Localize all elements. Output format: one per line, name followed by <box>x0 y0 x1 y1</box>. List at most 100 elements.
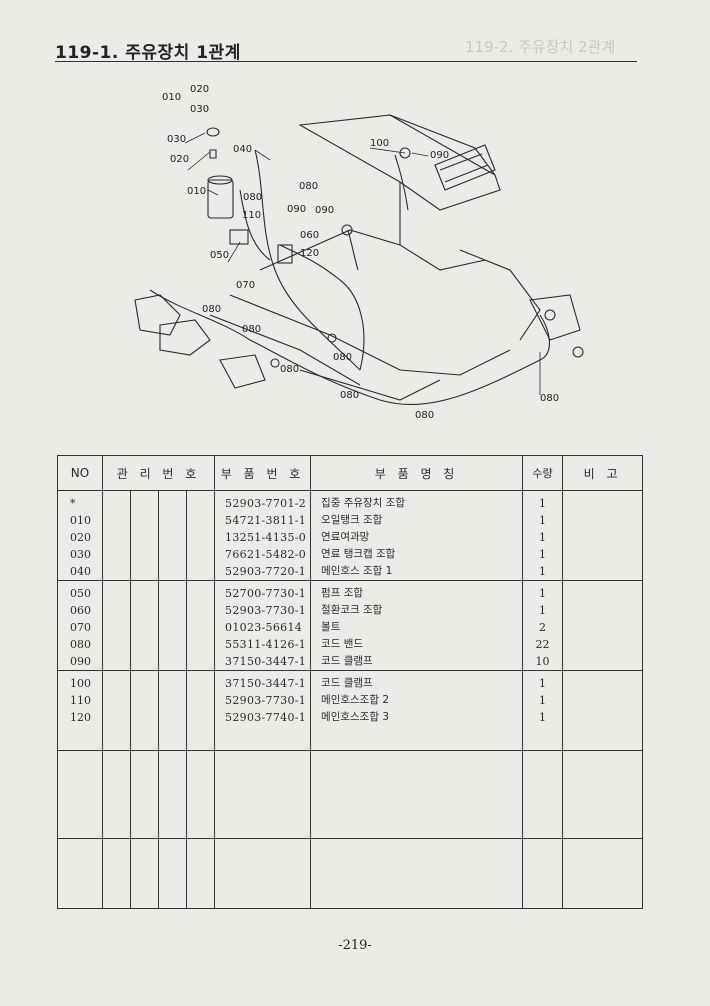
cell-mgmt <box>130 490 159 581</box>
callout-label: 090 <box>287 204 306 215</box>
table-cell: 1 <box>539 604 547 617</box>
cell-mgmt <box>185 750 216 839</box>
frame-part <box>459 249 541 341</box>
table-cell: 54721-3811-1 <box>225 514 307 527</box>
table-cell: 020 <box>70 531 91 544</box>
table-header-row: NO 관 리 번 호 부 품 번 호 부 품 명 칭 수량 비 고 <box>57 455 644 491</box>
page-title: 119-1. 주유장치 1관계 <box>55 43 241 63</box>
cell-part-name <box>310 838 524 909</box>
table-cell: 37150-3447-1 <box>225 655 307 668</box>
callout-label: 080 <box>540 393 559 404</box>
panel-part <box>434 144 496 191</box>
cell-mgmt <box>102 670 131 751</box>
clamp-shape <box>572 346 584 358</box>
table-cell: 1 <box>539 694 547 707</box>
table-cell: 1 <box>539 587 547 600</box>
callout-label: 040 <box>233 144 252 155</box>
callout-label: 080 <box>242 324 261 335</box>
tank-cap-shape <box>206 127 220 137</box>
row-group <box>57 838 644 909</box>
callout-label: 080 <box>333 352 352 363</box>
table-cell: 110 <box>70 694 91 707</box>
callout-label: 090 <box>430 150 449 161</box>
table-cell: 52700-7730-1 <box>225 587 307 600</box>
hose-line <box>394 154 409 211</box>
table-cell: 76621-5482-0 <box>225 548 307 561</box>
callout-label: 010 <box>187 186 206 197</box>
header-mgmt-no: 관 리 번 호 <box>101 455 216 491</box>
callout-labels: 010 020 030 010 020 030 040 050 060 070 … <box>162 84 559 421</box>
engine-part <box>134 294 181 336</box>
table-cell: 10 <box>535 655 550 668</box>
table-cell: 1 <box>539 514 547 527</box>
frame-part <box>299 369 441 401</box>
table-cell: 절환코크 조합 <box>321 604 383 616</box>
callout-label: 080 <box>299 181 318 192</box>
table-cell: 030 <box>70 548 91 561</box>
cell-mgmt <box>158 490 187 581</box>
callout-label: 110 <box>242 210 261 221</box>
engine-part <box>159 319 211 356</box>
callout-label: 120 <box>300 248 319 259</box>
callout-label: 050 <box>210 250 229 261</box>
cell-mgmt <box>102 580 131 671</box>
callout-label: 070 <box>236 280 255 291</box>
table-cell: 060 <box>70 604 91 617</box>
cell-part-no <box>214 750 312 839</box>
cell-mgmt <box>185 490 216 581</box>
table-cell: 52903-7740-1 <box>225 711 307 724</box>
table-cell: 1 <box>539 531 547 544</box>
table-cell: 코드 클램프 <box>321 655 373 667</box>
title-rule <box>55 61 637 62</box>
table-cell: 1 <box>539 677 547 690</box>
table-cell: 120 <box>70 711 91 724</box>
table-cell: 메인호스조합 3 <box>321 711 390 723</box>
cell-mgmt <box>102 750 131 839</box>
cell-mgmt <box>102 838 131 909</box>
callout-label: 090 <box>315 205 334 216</box>
cell-no <box>57 750 103 839</box>
cell-mgmt <box>185 838 216 909</box>
callout-label: 020 <box>190 84 209 95</box>
table-cell: 오일탱크 조합 <box>321 514 383 526</box>
table-cell: 080 <box>70 638 91 651</box>
frame-part <box>229 294 511 376</box>
table-cell: 연료여과망 <box>321 531 370 543</box>
table-cell: 코드 밴드 <box>321 638 364 650</box>
table-cell: 040 <box>70 565 91 578</box>
cell-remarks <box>562 670 644 751</box>
callout-label: 080 <box>415 410 434 421</box>
table-cell: 070 <box>70 621 91 634</box>
leader-lines <box>184 132 541 395</box>
table-cell: 2 <box>539 621 547 634</box>
table-cell: 1 <box>539 548 547 561</box>
cell-mgmt <box>102 490 131 581</box>
table-cell: 메인호스 조합 1 <box>321 565 393 577</box>
cell-mgmt <box>185 670 216 751</box>
header-qty: 수량 <box>522 455 564 491</box>
cell-mgmt <box>158 670 187 751</box>
ghost-title: 119-2. 주유장치 2관계 <box>465 38 616 56</box>
cell-mgmt <box>158 838 187 909</box>
oil-tank-shape <box>207 179 234 219</box>
cell-no <box>57 838 103 909</box>
hose-line <box>239 189 271 261</box>
cell-part-no <box>214 838 312 909</box>
table-cell: 01023-56614 <box>225 621 303 634</box>
clamp-shape <box>270 358 280 368</box>
cell-qty <box>522 750 564 839</box>
table-cell: 1 <box>539 497 547 510</box>
cell-mgmt <box>158 580 187 671</box>
table-cell: * <box>70 497 76 510</box>
table-cell: 펌프 조합 <box>321 587 364 599</box>
frame-part <box>389 114 496 176</box>
